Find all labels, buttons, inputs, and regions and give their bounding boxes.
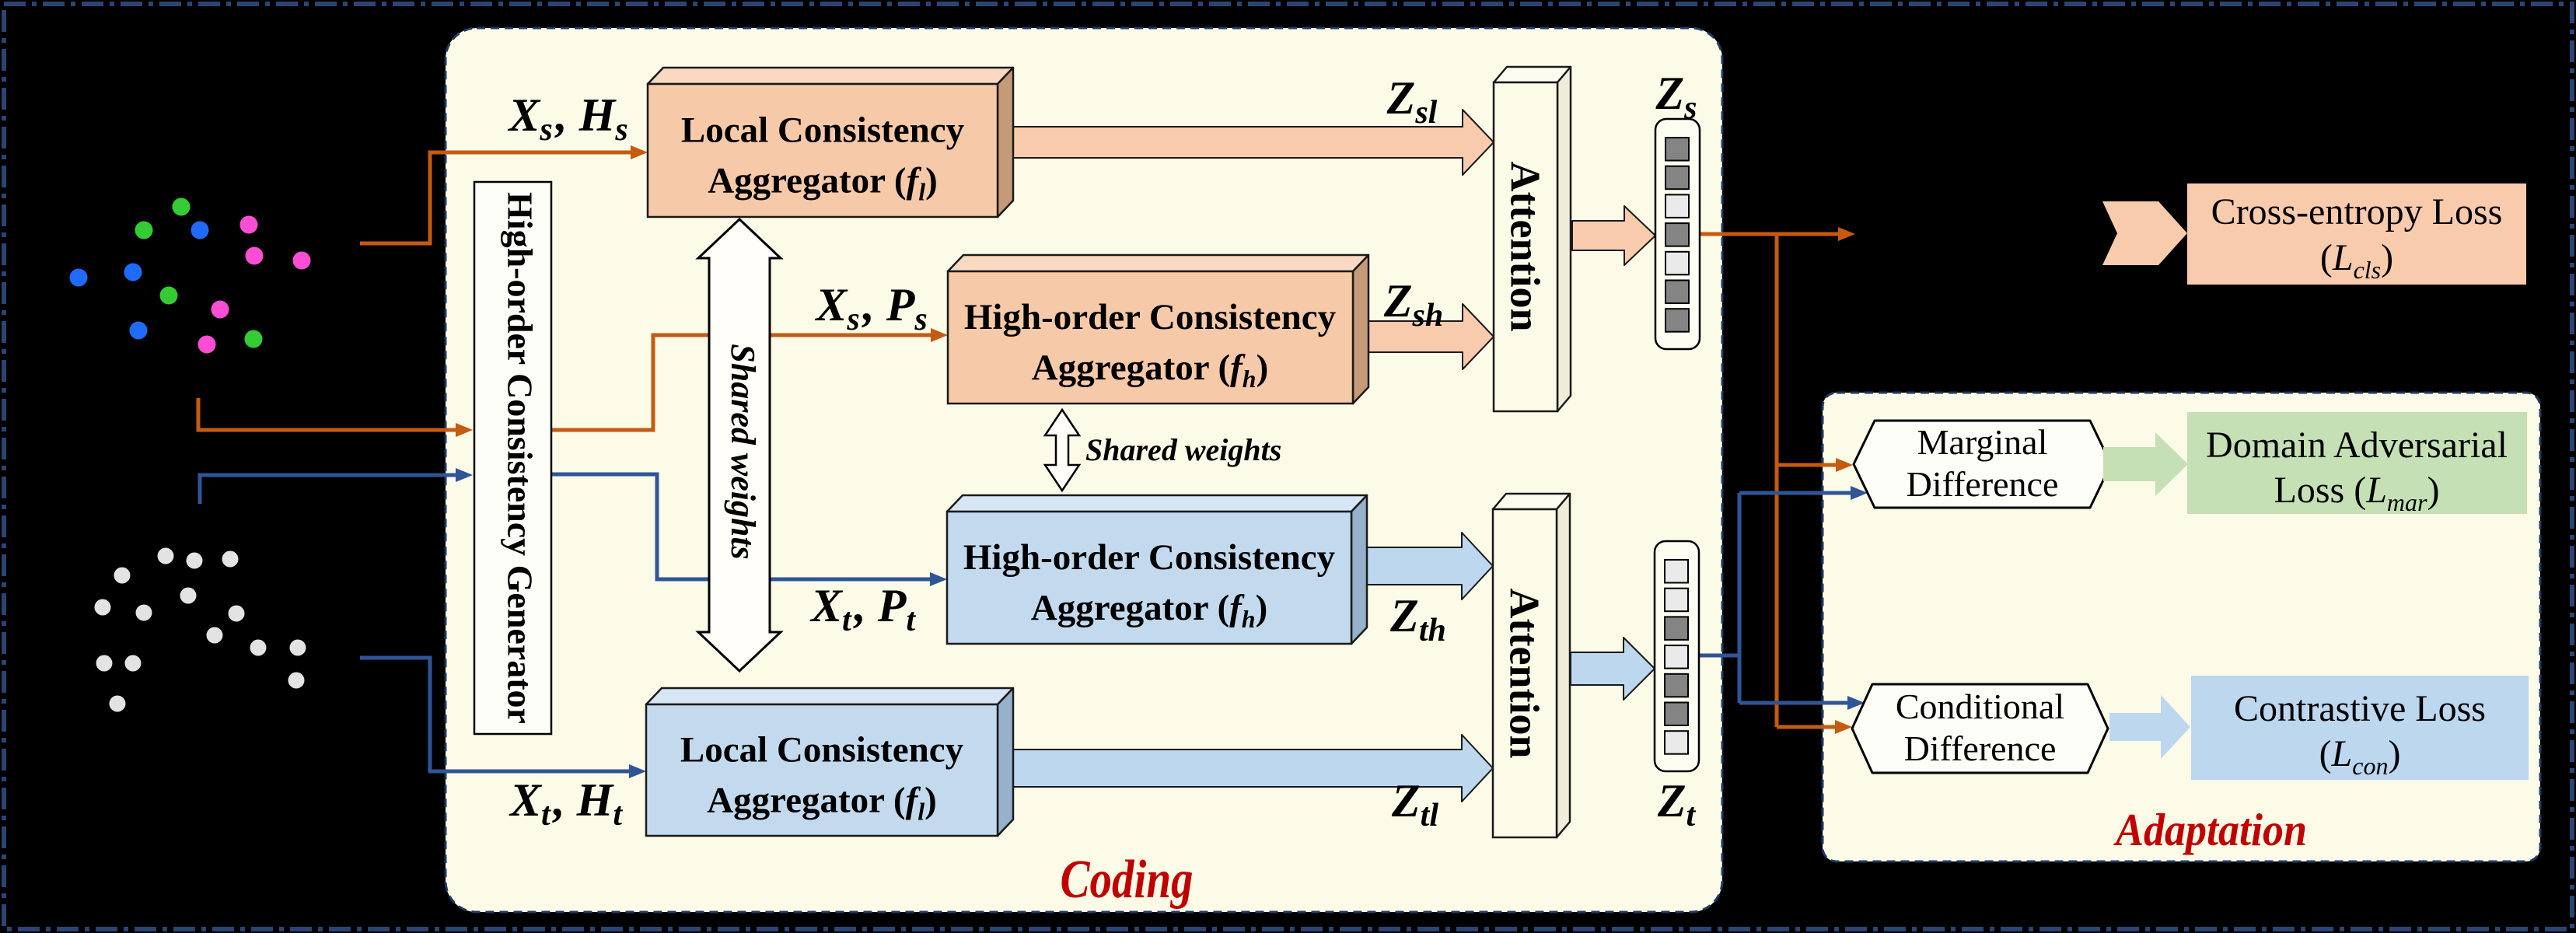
svg-text:High-order Consistency: High-order Consistency: [964, 297, 1337, 337]
svg-text:Difference: Difference: [1907, 464, 2059, 504]
svg-text:Local Consistency: Local Consistency: [681, 110, 965, 151]
svg-text:Zs: Zs: [1655, 68, 1697, 126]
svg-text:Attention: Attention: [1502, 162, 1549, 332]
svg-text:Local Consistency: Local Consistency: [680, 730, 964, 771]
svg-text:Aggregator (fl): Aggregator (fl): [708, 161, 938, 206]
svg-text:Difference: Difference: [1904, 729, 2057, 768]
svg-text:Ztl: Ztl: [1391, 775, 1438, 833]
svg-text:High-order Consistency: High-order Consistency: [963, 537, 1336, 578]
svg-text:Conditional: Conditional: [1896, 687, 2064, 726]
svg-text:Shared weights: Shared weights: [1085, 432, 1281, 467]
svg-text:Zth: Zth: [1389, 590, 1446, 648]
svg-text:Shared weights: Shared weights: [724, 344, 762, 560]
svg-text:Contrastive Loss: Contrastive Loss: [2234, 688, 2486, 729]
svg-text:Xs, Hs: Xs, Hs: [507, 89, 627, 148]
svg-text:Marginal: Marginal: [1917, 422, 2048, 462]
svg-text:(Lcls): (Lcls): [2320, 237, 2393, 284]
svg-text:Coding: Coding: [1060, 849, 1193, 910]
svg-text:Xs, Ps: Xs, Ps: [814, 279, 927, 337]
svg-text:Cross-entropy Loss: Cross-entropy Loss: [2211, 191, 2503, 232]
svg-text:Domain Adversarial: Domain Adversarial: [2206, 425, 2508, 466]
svg-text:Xt, Pt: Xt, Pt: [809, 580, 916, 638]
svg-text:Xt, Ht: Xt, Ht: [509, 774, 623, 833]
svg-text:Aggregator (fh): Aggregator (fh): [1032, 348, 1269, 393]
svg-text:Zt: Zt: [1657, 775, 1697, 833]
svg-text:Adaptation: Adaptation: [2113, 805, 2307, 856]
svg-text:Aggregator (fh): Aggregator (fh): [1031, 588, 1268, 633]
svg-text:High-order Consistency Generat: High-order Consistency Generator: [500, 192, 540, 724]
svg-text:Aggregator (fl): Aggregator (fl): [707, 781, 937, 826]
svg-text:Attention: Attention: [1501, 589, 1548, 759]
